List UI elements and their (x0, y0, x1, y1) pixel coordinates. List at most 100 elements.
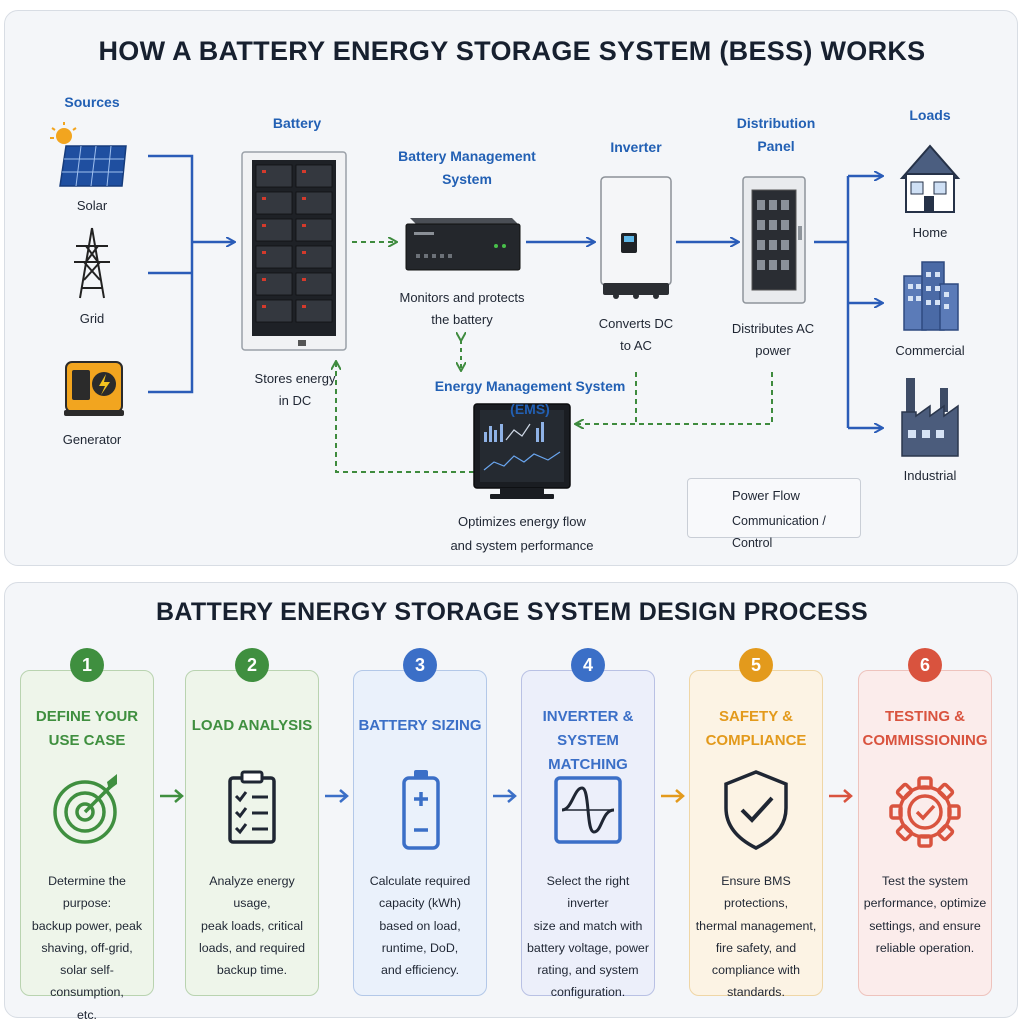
step-description-line: capacity (kWh) (379, 896, 461, 911)
bess-flow-diagram (50, 122, 961, 522)
step-description: Test the system performance, optimize sett… (858, 870, 992, 959)
inverter-unit-icon (600, 176, 672, 299)
step-title: SAFETY & COMPLIANCE (689, 705, 823, 753)
legend-comm-label: Communication / Control (732, 514, 826, 550)
gear-check-icon (885, 764, 965, 854)
load-label-home: Home (912, 225, 948, 240)
step-description-line: size and match with (533, 918, 643, 933)
ems-monitor-icon (473, 403, 571, 499)
step-description-line: etc. (77, 1007, 97, 1022)
step-description-line: and efficiency. (380, 963, 460, 978)
bms-desc-line1: Monitors and protects (399, 290, 525, 305)
step-card-3 (353, 670, 487, 996)
step-description-line: runtime, DoD, (381, 940, 459, 955)
battery-desc-line1: Stores energy (254, 371, 336, 386)
step-description-line: Calculate required (369, 874, 471, 888)
step-number-badge: 6 (908, 648, 942, 682)
grid-tower-icon (74, 227, 110, 299)
step-card-1 (20, 670, 154, 996)
step-description-line: shaving, off-grid, (41, 940, 133, 955)
step-description-line: compliance with (711, 963, 801, 978)
step-description-line: configuration. (550, 985, 626, 1000)
step-number-badge: 3 (403, 648, 437, 682)
step-title: TESTING & COMMISSIONING (858, 705, 992, 753)
step-arrow (322, 786, 352, 806)
step-description-line: Determine the purpose: (48, 874, 126, 911)
step-title-line1: BATTERY SIZING (358, 717, 482, 734)
load-label-industrial: Industrial (903, 468, 957, 483)
solar-panel-icon (50, 122, 127, 187)
target-icon (47, 764, 127, 854)
step-description-line: backup power, peak (31, 918, 143, 933)
step-title-line1: DEFINE YOUR (35, 708, 139, 725)
process-title: BATTERY ENERGY STORAGE SYSTEM DESIGN PRO… (156, 598, 868, 626)
step-description-line: battery voltage, power (527, 940, 649, 955)
step-description-line: peak loads, critical (201, 918, 303, 933)
sources-power-lines (148, 154, 234, 394)
ems-desc-line1: Optimizes energy flow (458, 514, 586, 529)
step-description-line: backup time. (216, 963, 288, 978)
step-card-4 (521, 670, 655, 996)
step-description-line: settings, and ensure (869, 918, 981, 933)
generator-icon (64, 361, 124, 416)
distribution-desc-line1: Distributes AC (731, 321, 815, 336)
step-description-line: Ensure BMS protections, (721, 874, 791, 911)
commercial-building-icon (903, 261, 959, 331)
step-description-line: rating, and system (537, 963, 639, 978)
step-description-line: Select the right inverter (546, 874, 630, 911)
step-description-line: performance, optimize (863, 896, 987, 911)
step-number-badge: 5 (739, 648, 773, 682)
legend-power-label: Power Flow (732, 488, 800, 503)
step-description-line: thermal management, (695, 918, 817, 933)
step-arrow (490, 786, 520, 806)
loads-power-lines (814, 176, 882, 428)
step-number-badge: 2 (235, 648, 269, 682)
step-title-line2: COMMISSIONING (862, 732, 988, 749)
step-description-line: fire safety, and (715, 940, 797, 955)
loads-header: Loads (909, 107, 951, 123)
load-label-commercial: Commercial (895, 343, 965, 358)
step-description-line: solar self-consumption, (50, 963, 124, 1000)
inverter-desc-line2: to AC (620, 338, 652, 353)
diagram-title: HOW A BATTERY ENERGY STORAGE SYSTEM (BES… (98, 36, 926, 66)
industrial-factory-icon (901, 378, 959, 457)
battery-icon (380, 764, 460, 854)
battery-desc-line2: in DC (278, 393, 312, 408)
distribution-ems-comm-line (576, 372, 773, 424)
step-description: Analyze energy usage,peak loads, critica… (185, 870, 319, 981)
source-label-grid: Grid (79, 311, 105, 326)
distribution-panel-icon (742, 176, 806, 304)
step-description: Calculate required capacity (kWh) based on… (353, 870, 487, 981)
battery-header: Battery (272, 115, 322, 131)
step-arrow (157, 786, 187, 806)
step-description-line: based on load, (379, 918, 461, 933)
step-arrow (658, 786, 688, 806)
step-title-line1: SAFETY & (719, 708, 793, 725)
waveform-icon (548, 764, 628, 854)
step-description-line: loads, and required (198, 940, 306, 955)
distribution-header-line2: Panel (757, 138, 795, 154)
step-description: Ensure BMS protections, thermal managemen… (689, 870, 823, 1004)
step-arrow (826, 786, 856, 806)
step-card-5 (689, 670, 823, 996)
sources-header: Sources (64, 94, 120, 110)
step-title: BATTERY SIZING (353, 714, 487, 738)
ems-battery-comm-line (336, 362, 474, 473)
battery-cabinet-icon (241, 151, 347, 351)
step-description-line: Test the system (881, 874, 969, 888)
step-title: DEFINE YOUR USE CASE (20, 705, 154, 753)
step-description-line: reliable operation. (875, 940, 975, 955)
step-title-line2: USE CASE (48, 732, 126, 749)
step-description: Determine the purpose: backup power, peak… (20, 870, 154, 1024)
step-title-line1: TESTING & (884, 708, 965, 725)
step-number-badge: 1 (70, 648, 104, 682)
distribution-desc-line2: power (755, 343, 791, 358)
step-title: LOAD ANALYSIS (185, 714, 319, 738)
source-label-solar: Solar (76, 198, 108, 213)
step-title-line2: MATCHING (548, 756, 628, 773)
step-number-badge: 4 (571, 648, 605, 682)
bms-desc-line2: the battery (431, 312, 493, 327)
inverter-desc-line1: Converts DC (598, 316, 674, 331)
bms-unit-icon (405, 218, 521, 271)
step-title-line2: COMPLIANCE (705, 732, 807, 749)
